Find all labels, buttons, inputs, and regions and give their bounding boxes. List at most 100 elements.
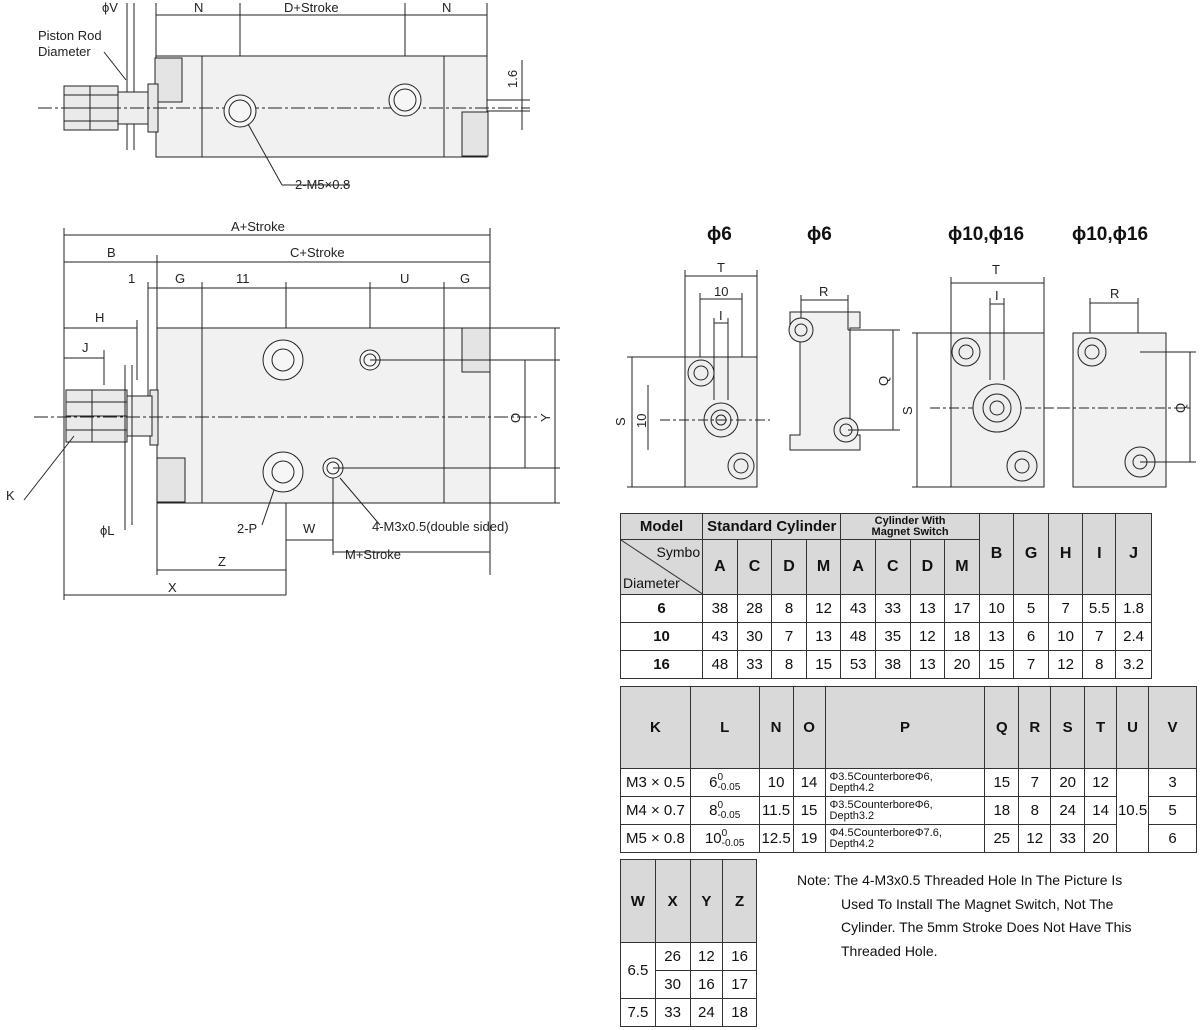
col-a-mag: A: [840, 539, 876, 595]
standard-header: Standard Cylinder: [702, 513, 842, 540]
table-cell: 38: [874, 650, 911, 679]
u-label: U: [400, 271, 409, 286]
col-l-header: L: [689, 686, 760, 769]
i-label-1: I: [719, 308, 723, 323]
s-label-2: S: [900, 406, 915, 415]
table-cell: 12: [1018, 824, 1052, 853]
table-row: 16 48 33 8 15 53 38 13 20 15 7 12 8 3.2: [619, 650, 1152, 679]
table-cell: 11.5: [758, 796, 794, 825]
table-cell: 35: [874, 622, 911, 651]
view2-title: ϕ6: [807, 224, 832, 245]
q-label-2: Q: [1173, 403, 1188, 413]
table-cell: 1.8: [1115, 594, 1152, 623]
table-cell: 6: [1148, 824, 1197, 853]
col-r-header: R: [1018, 686, 1052, 769]
table-cell: 13: [909, 650, 946, 679]
i-label-2: I: [995, 288, 999, 303]
view1-title: ϕ6: [707, 224, 732, 245]
o-label: O: [508, 413, 523, 423]
m3-hole-label: 4-M3x0.5(double sided): [372, 519, 509, 534]
col-q-header: Q: [984, 686, 1020, 769]
table-cell: 5.5: [1082, 594, 1117, 623]
table-cell: 7: [771, 622, 807, 651]
table-cell: 20: [944, 650, 980, 679]
col-t-header: T: [1084, 686, 1118, 769]
col-d-std: D: [771, 539, 807, 595]
table-cell-u: 10.5: [1116, 768, 1150, 853]
table-cell: 38: [702, 594, 738, 623]
table-cell: 10: [978, 594, 1015, 623]
view4-title: ϕ10,ϕ16: [1072, 224, 1148, 245]
n-right-label: N: [442, 0, 451, 15]
phi-v-label: ϕV: [102, 0, 118, 15]
table-cell: 12: [1047, 650, 1084, 679]
table-cell: 7: [1082, 622, 1117, 651]
table-cell: 18: [722, 998, 757, 1027]
table-cell: 7: [1047, 594, 1084, 623]
diameter-cell: 16: [619, 650, 704, 679]
table-cell: 8: [771, 594, 807, 623]
table-cell: 12: [689, 942, 724, 971]
table-cell: 26: [654, 942, 691, 971]
note-line-4: Threaded Hole.: [841, 942, 938, 959]
table-cell: 33: [1050, 824, 1086, 853]
table-cell: 8: [1082, 650, 1117, 679]
m-stroke-label: M+Stroke: [345, 547, 401, 562]
table-cell: 25: [984, 824, 1020, 853]
col-v-header: V: [1148, 686, 1197, 769]
h-label: H: [95, 310, 104, 325]
table-row: 7.5 33 24 18: [620, 998, 757, 1027]
col-j-header: J: [1115, 513, 1152, 595]
note-line-1: Note: The 4-M3x0.5 Threaded Hole In The …: [797, 872, 1123, 888]
col-i-header: I: [1082, 513, 1117, 595]
table-cell: M5 × 0.8: [620, 824, 691, 853]
col-p-header: P: [824, 686, 986, 769]
table-cell: 24: [689, 998, 724, 1027]
c-stroke-label: C+Stroke: [290, 245, 345, 260]
piston-rod-label-2: Diameter: [38, 44, 91, 59]
table-cell: 3: [1148, 768, 1197, 797]
table-cell: 12: [909, 622, 946, 651]
top-view-drawing: ϕV N D+Stroke N Piston Rod Diameter 1.6 …: [38, 0, 530, 192]
table-cell: 6: [1013, 622, 1049, 651]
m5-port-label: 2-M5×0.8: [295, 177, 350, 192]
j-label: J: [82, 340, 89, 355]
piston-rod-label-1: Piston Rod: [38, 28, 102, 43]
a-stroke-label: A+Stroke: [231, 219, 285, 234]
dim-1-6-label: 1.6: [505, 70, 520, 88]
table-cell: 14: [792, 768, 826, 797]
col-c-std: C: [736, 539, 773, 595]
t-label-2: T: [992, 262, 1000, 277]
k-label: K: [6, 488, 15, 503]
col-m-mag: M: [944, 539, 980, 595]
table-row: 6 38 28 8 12 43 33 13 17 10 5 7 5.5 1.8: [619, 594, 1152, 623]
note-line-3: Cylinder. The 5mm Stroke Does Not Have T…: [841, 919, 1132, 935]
col-b-header: B: [978, 513, 1015, 595]
table-row: M3 × 0.5 60-0.05 10 14 Φ3.5CounterboreΦ6…: [620, 768, 1197, 853]
table-cell: 15: [978, 650, 1015, 679]
table-row: M4 × 0.7 80-0.05 11.5 15 Φ3.5Counterbore…: [620, 796, 1197, 825]
table-cell: 33: [736, 650, 773, 679]
table-cell: 53: [840, 650, 876, 679]
g-right-label: G: [460, 271, 470, 286]
table-cell: 33: [654, 998, 691, 1027]
table-cell: 33: [874, 594, 911, 623]
table-cell: M4 × 0.7: [620, 796, 691, 825]
table-cell: 48: [702, 650, 738, 679]
q-label-1: Q: [876, 376, 891, 386]
ten-label-2: 10: [634, 414, 649, 428]
x-label: X: [168, 580, 177, 595]
z-label: Z: [218, 554, 226, 569]
table-cell: 20: [1050, 768, 1086, 797]
table-cell: 16: [722, 942, 757, 971]
table-cell-p: Φ3.5CounterboreΦ6,Depth4.2: [824, 768, 986, 797]
dimension-table-2: K L N O P Q R S T U V M3 × 0.5 60-0.05 1…: [620, 686, 1197, 853]
table-cell: 15: [792, 796, 826, 825]
table-cell: 5: [1013, 594, 1049, 623]
r-label-1: R: [819, 284, 828, 299]
model-header: Model: [619, 513, 704, 540]
one-label: 1: [128, 271, 135, 286]
s-label-1: S: [613, 417, 628, 426]
